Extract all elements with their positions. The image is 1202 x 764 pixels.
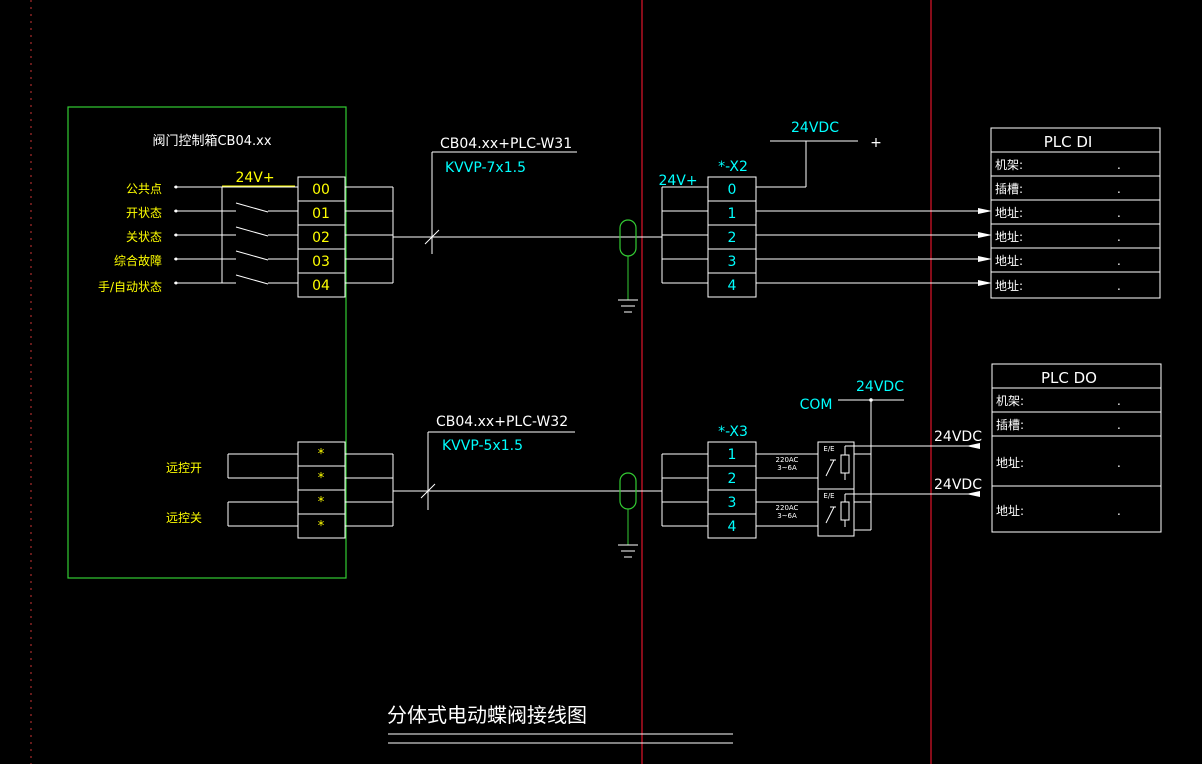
cable-w32-id: CB04.xx+PLC-W32 — [436, 414, 568, 430]
plc-di-row-value: . — [1117, 206, 1121, 220]
x2-terminal-number: 4 — [728, 278, 737, 294]
x2-name: *-X2 — [718, 159, 748, 175]
do-internal-wiring — [227, 453, 298, 527]
cabinet-border — [67, 106, 347, 579]
plc-di-table: PLC DI 机架: . 插槽: . 地址: . 地址: . 地址: . 地址:… — [990, 127, 1161, 299]
plc-do-row-value: . — [1117, 418, 1121, 432]
plc-do-table: PLC DO 机架: . 插槽: . 地址: . 地址: . — [991, 363, 1162, 533]
x3-terminal-number: 1 — [728, 447, 737, 463]
plc-do-row-value: . — [1117, 456, 1121, 470]
plc-di-title: PLC DI — [1044, 133, 1093, 151]
plc-di-row-value: . — [1117, 158, 1121, 172]
plc-di-row-label: 地址: — [995, 230, 1023, 244]
x2-terminal-number: 3 — [728, 254, 737, 270]
x3-terminal-number: 3 — [728, 495, 737, 511]
cable-w31: CB04.xx+PLC-W31 KVVP-7x1.5 — [345, 136, 708, 313]
x2-terminal-block: *-X2 24V+ 0 1 2 3 4 24VDC + — [658, 120, 992, 298]
cabinet-do-terminal-number: * — [318, 519, 325, 534]
plc-di-row-label: 地址: — [995, 206, 1023, 220]
x2-terminal-number: 2 — [728, 230, 737, 246]
drawing-title-block: 分体式电动蝶阀接线图 — [387, 703, 733, 744]
x3-terminal-number: 2 — [728, 471, 737, 487]
plc-di-row-value: . — [1117, 230, 1121, 244]
cabinet-di-terminal-block: 00 01 02 03 04 — [297, 176, 346, 298]
plc-di-row-value: . — [1117, 279, 1121, 293]
do-signal-label: 远控关 — [166, 511, 202, 525]
plc-do-row-label: 机架: — [996, 394, 1024, 408]
plc-di-row-label: 插槽: — [995, 182, 1023, 196]
plc-do-row-value: . — [1117, 394, 1121, 408]
x3-vdc-label: 24VDC — [856, 379, 904, 395]
cabinet-do-terminal-number: * — [318, 495, 325, 510]
plc-di-row-label: 地址: — [995, 254, 1023, 268]
plc-do-input-label: 24VDC — [934, 477, 982, 493]
x2-supply-label: 24V+ — [658, 173, 697, 189]
plc-di-row-label: 地址: — [995, 279, 1023, 293]
x2-vdc-label: 24VDC — [791, 120, 839, 136]
x3-terminal-number: 4 — [728, 519, 737, 535]
plc-do-row-label: 地址: — [996, 456, 1024, 470]
di-signal-label: 综合故障 — [114, 253, 162, 268]
cabinet-di-terminal-number: 04 — [312, 278, 330, 294]
di-wire-dots — [174, 185, 178, 285]
relay-box: E/E E/E — [817, 441, 855, 537]
di-signal-label: 关状态 — [126, 230, 162, 244]
plc-do-row-label: 插槽: — [996, 418, 1024, 432]
x2-terminal-number: 1 — [728, 206, 737, 222]
cabinet-di-terminal-number: 02 — [312, 230, 330, 246]
cable-w32-type: KVVP-5x1.5 — [442, 438, 523, 454]
di-signal-label: 公共点 — [126, 182, 162, 196]
x3-name: *-X3 — [718, 424, 748, 440]
di-signal-label: 开状态 — [126, 206, 162, 220]
cabinet-do-terminal-block: * * * * — [297, 441, 346, 539]
plc-do-row-label: 地址: — [996, 504, 1024, 518]
plc-di-row-value: . — [1117, 182, 1121, 196]
cabinet-do-terminal-number: * — [318, 471, 325, 486]
cable-w32: CB04.xx+PLC-W32 KVVP-5x1.5 — [345, 414, 708, 558]
plc-di-row-value: . — [1117, 254, 1121, 268]
valve-control-cabinet: 阀门控制箱CB04.xx 24V+ 公共点 开状态 关状态 综合故障 手/自动状… — [67, 106, 347, 579]
plc-do-input-label: 24VDC — [934, 429, 982, 445]
cable-w31-type: KVVP-7x1.5 — [445, 160, 526, 176]
cabinet-title: 阀门控制箱CB04.xx — [152, 133, 271, 149]
cable-w32-shield — [618, 472, 638, 558]
cabinet-supply-label: 24V+ — [235, 170, 274, 186]
drawing-title: 分体式电动蝶阀接线图 — [387, 703, 587, 727]
plc-di-row-label: 机架: — [995, 158, 1023, 172]
cabinet-di-terminal-number: 01 — [312, 206, 330, 222]
di-signal-label: 手/自动状态 — [98, 280, 162, 294]
cable-w31-shield — [618, 219, 638, 313]
relay-code: E/E — [823, 492, 834, 500]
cabinet-di-terminal-number: 00 — [312, 182, 330, 198]
x3-com-label: COM — [800, 397, 833, 413]
relay-code: E/E — [823, 445, 834, 453]
do-signal-label: 远控开 — [166, 461, 202, 475]
cable-w31-id: CB04.xx+PLC-W31 — [440, 136, 572, 152]
x2-plus-label: + — [870, 135, 882, 151]
cabinet-di-terminal-number: 03 — [312, 254, 330, 270]
plc-do-title: PLC DO — [1041, 369, 1097, 387]
di-internal-wiring — [174, 186, 298, 285]
x2-terminal-number: 0 — [728, 182, 737, 198]
plc-do-row-value: . — [1117, 504, 1121, 518]
cabinet-do-terminal-number: * — [318, 447, 325, 462]
